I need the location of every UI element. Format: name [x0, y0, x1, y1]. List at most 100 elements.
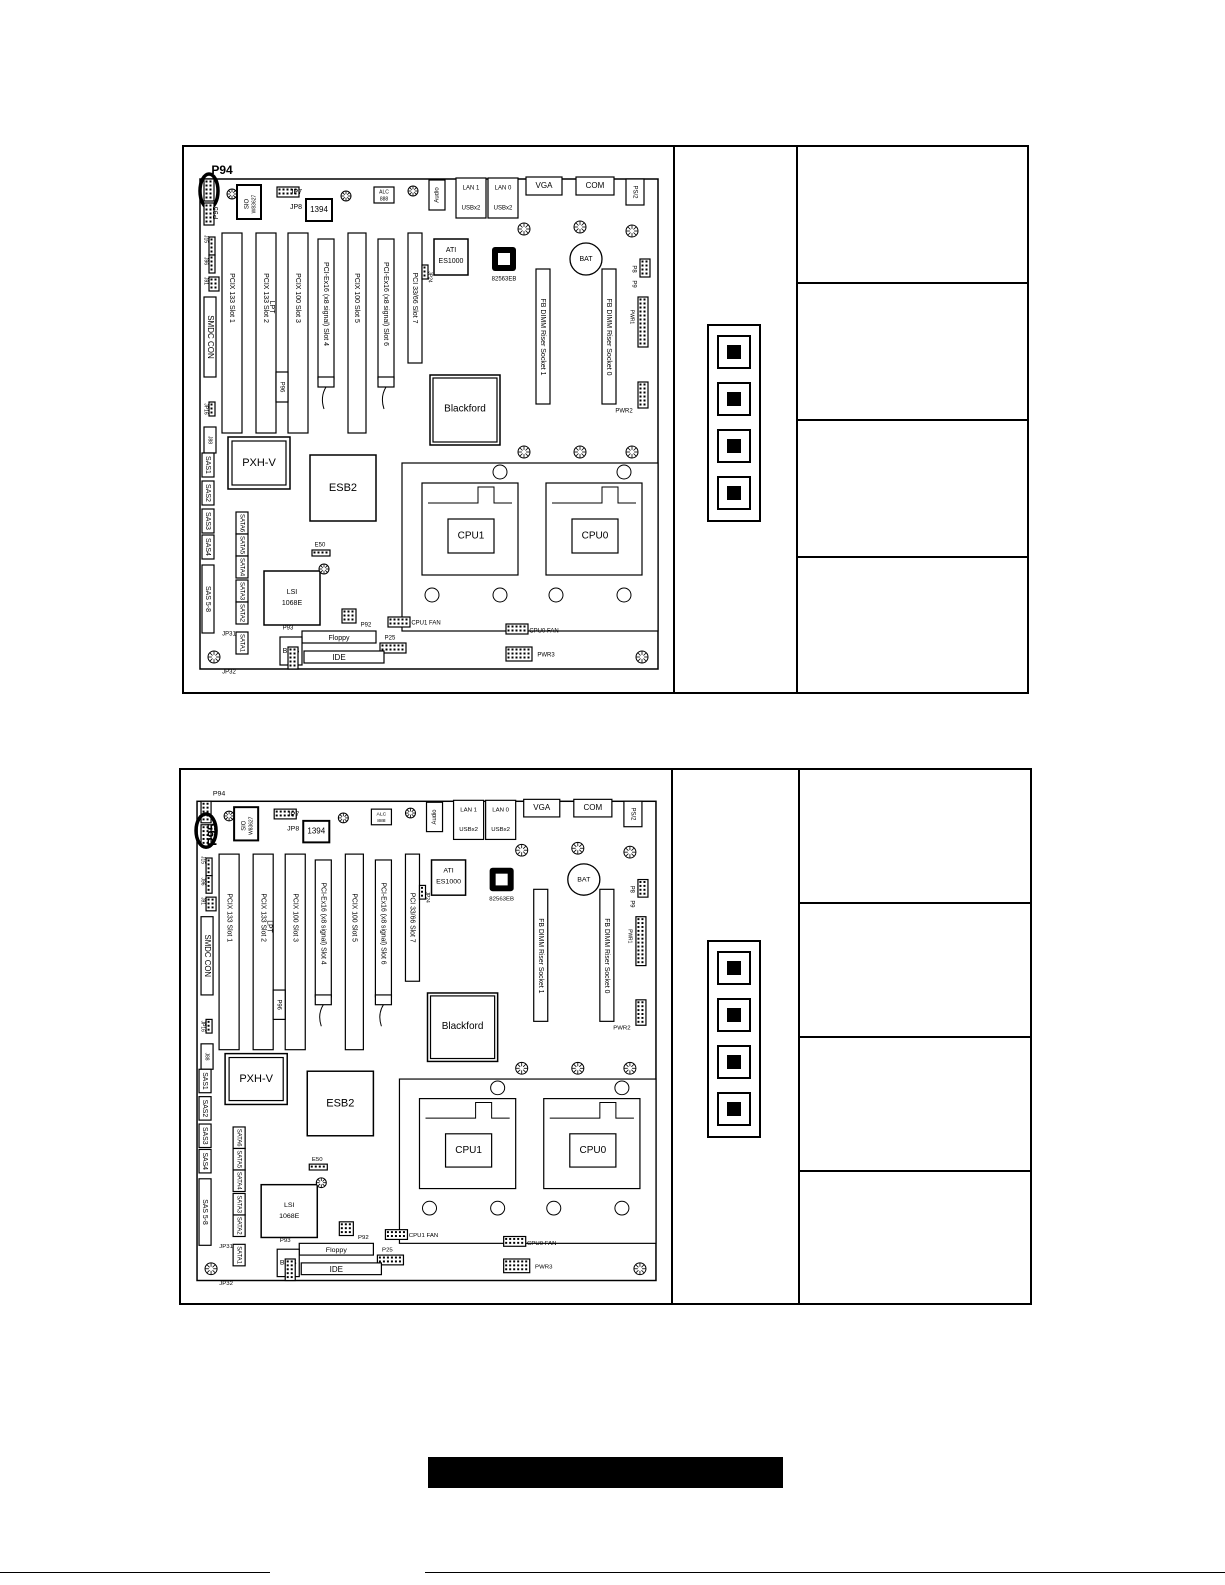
sas3-label: SAS3 [201, 1127, 208, 1145]
ide-connector [303, 650, 385, 664]
pwr1-connector-pin [639, 298, 642, 301]
pwr1-connector-pin [639, 310, 642, 313]
heatsink-hole [421, 1200, 438, 1216]
mount-hole-spoke [212, 1264, 216, 1268]
pwr3-connector-pin [509, 1268, 512, 1271]
sas58-port [201, 564, 215, 634]
cpu0-socket-lever [549, 1102, 634, 1119]
p25-header [376, 1254, 405, 1266]
p8-header-pin [641, 260, 644, 263]
pwr1-connector-pin [641, 933, 644, 936]
mount-hole-spoke [228, 194, 232, 198]
p8-header [637, 878, 649, 898]
pwr3-connector-pin [507, 656, 510, 659]
pwr2-connector-pin [637, 1009, 640, 1012]
jp16-header-pin [210, 411, 213, 414]
vga-label: VGA [533, 803, 551, 812]
sata3-label: SATA3 [238, 582, 244, 601]
pwr3-connector-pin [519, 652, 522, 655]
lpt-label: LPT [265, 920, 272, 933]
pwr3-connector-pin [527, 656, 530, 659]
pwr1-connector [637, 296, 649, 348]
cpu0-fan-header-pin [511, 625, 514, 628]
p94-header-pin [209, 184, 212, 187]
pcix2-slot [252, 853, 274, 1051]
p94-header-pin [209, 196, 212, 199]
p92-header-pin [340, 1231, 343, 1234]
p92-header-pin [348, 1227, 351, 1230]
p92-header-pin [348, 1223, 351, 1226]
mount-hole-spoke [232, 190, 236, 194]
pwr3-connector-pin [513, 1268, 516, 1271]
lan1-usb-port [455, 177, 487, 219]
slot-latch-arm [321, 386, 327, 410]
e50-header-pin [318, 1165, 321, 1168]
pwr2-connector-pin [641, 1009, 644, 1012]
ide-label: IDE [332, 653, 345, 662]
mount-hole-spoke [522, 845, 527, 850]
p25-header-pin [386, 1256, 389, 1259]
jp7-header-pin [275, 814, 278, 817]
description-row-4 [800, 1172, 1030, 1303]
p92-header-pin [340, 1223, 343, 1226]
pwr1-connector-pin [641, 941, 644, 944]
pwr3-connector-pin [511, 652, 514, 655]
j15-header-pin [210, 238, 213, 241]
p96-header [272, 989, 286, 1020]
mount-hole-spoke [517, 1069, 521, 1073]
p25-header [379, 642, 407, 654]
p25-label: P25 [382, 1248, 393, 1254]
pwr3-connector-pin [505, 1264, 508, 1267]
p92-header-pin [343, 614, 346, 617]
p25-header-pin [398, 1256, 401, 1259]
pwr3-connector-pin [523, 652, 526, 655]
pcix3-slot [287, 232, 309, 434]
pin-3 [717, 1045, 751, 1079]
cpu0-fan-header-pin [523, 625, 526, 628]
pci7-label: PCI 33/66 Slot 7 [411, 273, 418, 324]
p95-header-pin [202, 830, 205, 833]
cpu1-socket-lever [428, 486, 512, 504]
j91-header-pin [211, 898, 214, 901]
pwr2-connector [635, 999, 647, 1026]
mount-hole-spoke [317, 1183, 321, 1187]
pwr1-connector-pin [641, 937, 644, 940]
pwr3-connector-pin [519, 648, 522, 651]
blackford-chip-inner [432, 377, 498, 443]
esb2-label: ESB2 [329, 482, 357, 494]
mount-hole-spoke [637, 652, 641, 656]
jp7-header-pin [286, 192, 289, 195]
mount-hole-spoke [411, 813, 415, 817]
pwr1-connector-pin [641, 949, 644, 952]
p92-header-pin [343, 610, 346, 613]
ati-label: ATI [443, 868, 453, 875]
mount-hole-spoke [633, 226, 637, 230]
pwr1-connector-pin [641, 945, 644, 948]
p8-header-pin [639, 884, 642, 887]
p93-header-pin [293, 660, 296, 663]
jp7-header [276, 186, 300, 198]
nic-label: 82563EB [492, 277, 517, 283]
mount-hole-spoke [631, 853, 635, 857]
smdc-label: SMDC CON [203, 935, 212, 978]
jp24-header-pin [423, 274, 426, 277]
sas4-port [198, 1148, 212, 1174]
pwr2-connector-pin [641, 1016, 644, 1019]
jp16-label: JP16 [203, 403, 209, 415]
j91-header-pin [210, 282, 213, 285]
mount-hole-spoke [324, 565, 328, 569]
pwr2-connector-pin [639, 383, 642, 386]
j91-label: J91 [200, 897, 206, 905]
pwr2-connector-pin [637, 1001, 640, 1004]
p95-header-pin [209, 216, 212, 219]
pwr3-connector-pin [507, 652, 510, 655]
vga-port [525, 176, 563, 196]
sata2-port [232, 1214, 246, 1238]
mount-hole-spoke [625, 853, 629, 857]
fbd1-label: FB DIMM Riser Socket 1 [539, 298, 546, 375]
mount-hole-spoke [573, 1063, 577, 1068]
cpu0-fan-header-pin [513, 1241, 516, 1244]
j15-header-pin [210, 250, 213, 253]
sas58-port [198, 1178, 212, 1246]
